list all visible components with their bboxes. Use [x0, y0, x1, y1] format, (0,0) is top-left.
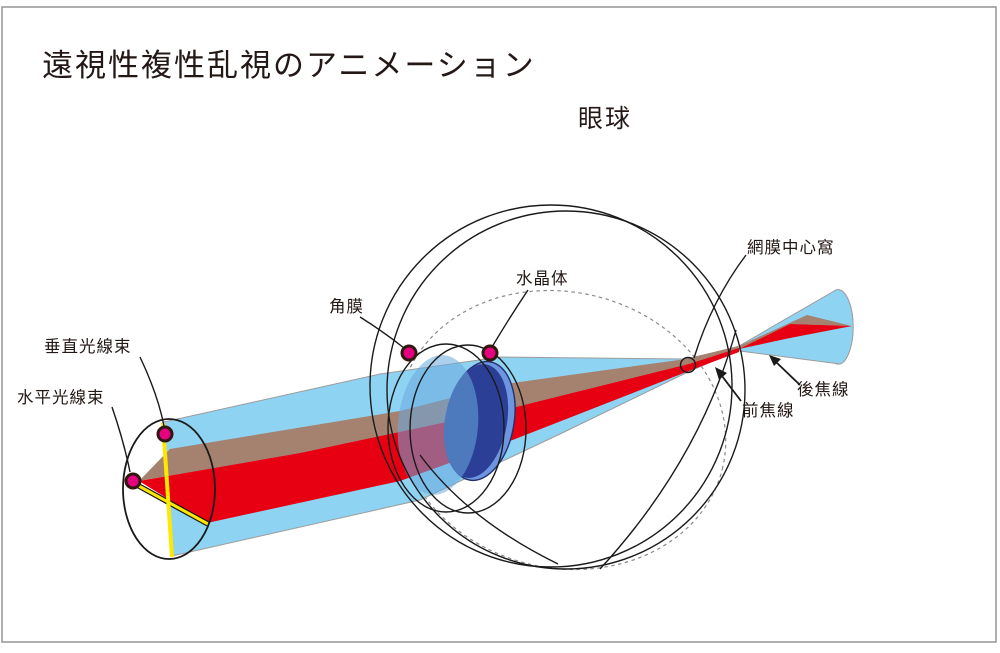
- vertical-ray-yellow-line: [161, 422, 174, 558]
- posterior-focal-arrowhead: [769, 355, 781, 366]
- cornea-outline-back: [409, 344, 527, 514]
- vertical-bundle-leader-line: [139, 356, 165, 427]
- fovea-circle: [679, 356, 697, 374]
- lens-leader-line: [491, 289, 529, 348]
- beam-overlap-brown-right: [739, 315, 852, 349]
- fovea-leader-line: [693, 254, 747, 359]
- horizontal-bundle-leader-line: [111, 406, 131, 473]
- cornea-dot: [400, 344, 418, 362]
- page-border: [1, 6, 997, 643]
- eyeball-heading: 眼球: [578, 105, 632, 133]
- eyeball-arc-right: [599, 329, 737, 570]
- page-title: 遠視性複性乱視のアニメーション: [42, 48, 536, 83]
- horizontal-ray-bundle-label: 水平光線束: [17, 388, 105, 407]
- anterior-focal-arrowhead: [715, 367, 727, 380]
- anterior-focal-arrow-shaft: [721, 375, 742, 402]
- cornea-label: 角膜: [329, 297, 364, 316]
- anterior-focal-line-label: 前焦線: [742, 401, 795, 420]
- posterior-focal-line-label: 後焦線: [797, 380, 850, 399]
- eyeball-circle-outer: [369, 204, 733, 568]
- lens-dot: [481, 344, 499, 362]
- cornea-outline-front: [387, 343, 505, 513]
- horizontal-ray-yellow-line: [136, 483, 209, 526]
- beam-entrance-ellipse: [122, 418, 216, 560]
- posterior-focal-arrow-shaft: [775, 361, 801, 386]
- lens-label: 水晶体: [516, 269, 569, 288]
- vertical-bundle-dot: [156, 425, 174, 443]
- fovea-label: 網膜中心窩: [747, 238, 835, 257]
- eyeball-arc-bottom-left: [419, 454, 559, 565]
- beam-red-right-wedge: [739, 324, 852, 349]
- eyeball-circle-inner: [386, 210, 746, 570]
- cornea-leader-line: [359, 316, 405, 349]
- cornea-fill: [397, 355, 479, 495]
- vertical-ray-bundle-label: 垂直光線束: [44, 337, 132, 356]
- horizontal-bundle-dot: [124, 472, 142, 490]
